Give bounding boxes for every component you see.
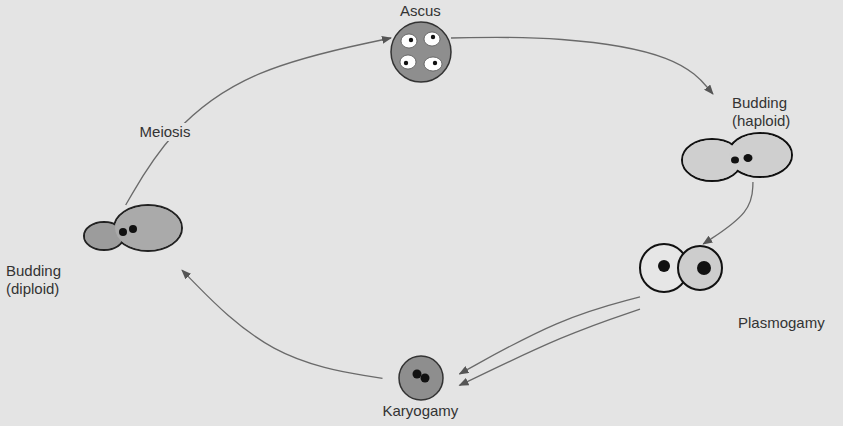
stage-label: Karyogamy xyxy=(383,402,460,420)
haploid-budding-cell xyxy=(682,133,792,181)
nucleus xyxy=(731,157,739,164)
nucleus xyxy=(658,260,670,272)
mating-cell xyxy=(678,246,722,290)
ascus-wall xyxy=(391,22,451,82)
cycle-arrow xyxy=(703,182,753,244)
nucleus xyxy=(433,61,437,65)
cell-caption: Budding (diploid) xyxy=(6,262,86,298)
spore xyxy=(424,57,442,71)
nucleus xyxy=(744,154,753,162)
nucleus xyxy=(413,370,422,379)
nucleus xyxy=(697,261,711,275)
cell-node: Karyogamy xyxy=(383,356,460,420)
cell-node: Ascus xyxy=(391,2,451,82)
spore xyxy=(401,34,417,48)
cycle-arrow xyxy=(182,270,383,378)
stage-label: Plasmogamy xyxy=(738,314,826,332)
spore xyxy=(424,32,440,46)
cycle-arrow xyxy=(460,309,641,385)
cell-caption: Ascus xyxy=(400,2,442,20)
stage-label: Budding (diploid) xyxy=(6,262,86,298)
stage-label: Ascus xyxy=(400,2,442,20)
nucleus xyxy=(119,228,127,236)
cell-fill xyxy=(115,206,181,250)
cycle-arrow xyxy=(460,297,641,374)
cell-caption: Budding (haploid) xyxy=(732,94,810,130)
cycle-arrow xyxy=(126,38,391,205)
cell-caption: Plasmogamy xyxy=(738,314,826,332)
nucleus xyxy=(409,38,413,42)
nucleus xyxy=(404,61,408,65)
plasmogamy-cells xyxy=(640,244,722,292)
cycle-arrow xyxy=(451,37,713,94)
cell-node: Budding (haploid) xyxy=(682,94,811,182)
process-label: Meiosis xyxy=(137,123,194,141)
bud-cell xyxy=(728,133,792,177)
cell-node: Plasmogamy xyxy=(640,244,826,332)
mother-cell xyxy=(114,205,182,251)
cell-fill xyxy=(729,134,791,176)
spore xyxy=(400,55,416,69)
karyogamy-cell xyxy=(399,356,443,400)
cell-caption: Karyogamy xyxy=(383,402,460,420)
nucleus xyxy=(421,374,430,383)
ascus-cell xyxy=(391,22,451,82)
stage-label: Budding (haploid) xyxy=(732,94,810,130)
nucleus xyxy=(431,35,435,39)
zygote-wall xyxy=(399,356,443,400)
diploid-budding-cell xyxy=(84,205,182,251)
nucleus xyxy=(129,225,137,233)
cell-node: Budding (diploid) xyxy=(6,205,182,298)
edge-label-holder: Meiosis xyxy=(137,123,194,141)
